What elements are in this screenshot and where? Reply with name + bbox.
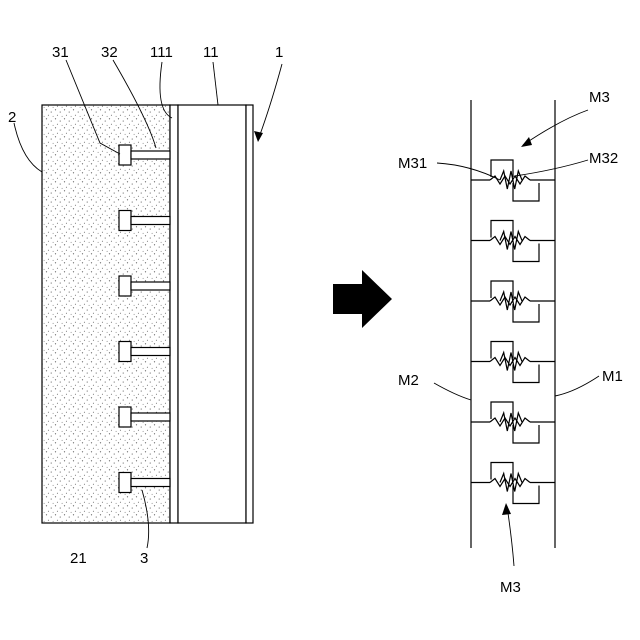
label-m31: M31 xyxy=(398,155,427,172)
connector-lower xyxy=(513,365,539,383)
leader-line-m3-bottom-arrowhead xyxy=(502,503,511,515)
panel xyxy=(178,105,246,523)
spring-m32 xyxy=(500,292,522,310)
label-32: 32 xyxy=(101,44,118,61)
anchor-head xyxy=(119,276,131,296)
spring-unit-group xyxy=(471,160,555,504)
spring-m32 xyxy=(500,171,522,189)
spring-m32 xyxy=(500,353,522,371)
spring-unit xyxy=(471,342,555,383)
anchor-shaft xyxy=(131,151,170,159)
label-m2: M2 xyxy=(398,372,419,389)
label-31: 31 xyxy=(52,44,69,61)
label-m3-bottom: M3 xyxy=(500,579,521,596)
connector-lower xyxy=(513,304,539,322)
right-figure: M3 M31 M32 M2 M1 M3 xyxy=(398,89,623,596)
leader-line-m1 xyxy=(555,376,599,396)
anchor-head xyxy=(119,145,131,165)
spring-unit xyxy=(471,281,555,322)
anchor-shaft xyxy=(131,217,170,225)
label-3: 3 xyxy=(140,550,148,567)
label-2: 2 xyxy=(8,109,16,126)
spring-unit xyxy=(471,402,555,443)
connector-lower xyxy=(513,425,539,443)
label-11: 11 xyxy=(203,44,219,61)
spring-unit xyxy=(471,221,555,262)
leader-line-2 xyxy=(14,123,42,172)
connector-lower xyxy=(513,486,539,504)
label-m32: M32 xyxy=(589,150,618,167)
anchor-head xyxy=(119,407,131,427)
anchor-shaft xyxy=(131,348,170,356)
leader-line-m3-bottom xyxy=(507,506,514,566)
label-m3-top: M3 xyxy=(589,89,610,106)
connector-lower xyxy=(513,244,539,262)
anchor-head xyxy=(119,473,131,493)
concrete-wall xyxy=(42,105,170,523)
left-figure: 2 31 32 111 11 1 21 3 xyxy=(8,44,283,567)
leader-line-11 xyxy=(213,62,218,105)
leader-line-m32 xyxy=(515,160,588,176)
leader-line-m3-top-arrowhead xyxy=(521,137,532,147)
panel-skin xyxy=(246,105,253,523)
spring-m32 xyxy=(500,413,522,431)
spring-m32 xyxy=(500,474,522,492)
anchor-shaft xyxy=(131,479,170,487)
spring-unit xyxy=(471,463,555,504)
label-m1: M1 xyxy=(602,368,623,385)
transform-arrow xyxy=(333,270,392,328)
anchor-shaft xyxy=(131,413,170,421)
leader-line-1-arrowhead xyxy=(254,131,263,142)
anchor-head xyxy=(119,211,131,231)
connector-lower xyxy=(513,183,539,201)
label-111: 111 xyxy=(150,44,173,61)
label-21: 21 xyxy=(70,550,87,567)
anchor-shaft xyxy=(131,282,170,290)
panel-surface-layer xyxy=(170,105,178,523)
leader-line-m2 xyxy=(434,383,471,400)
leader-line-1 xyxy=(258,64,282,140)
anchor-head xyxy=(119,342,131,362)
spring-m32 xyxy=(500,232,522,250)
label-1: 1 xyxy=(275,44,283,61)
spring-unit xyxy=(471,160,555,201)
